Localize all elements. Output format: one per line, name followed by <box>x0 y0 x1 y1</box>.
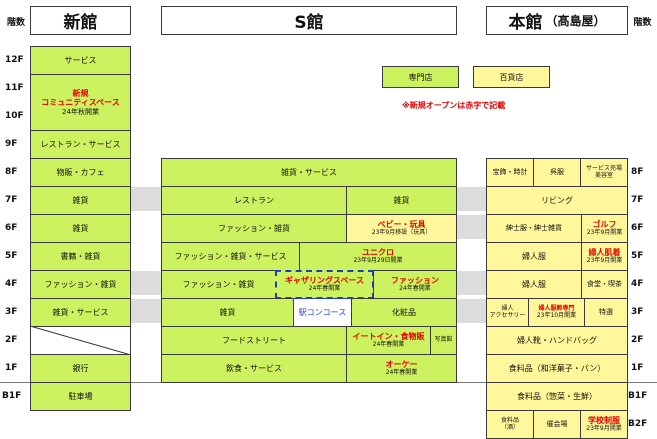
floor-label-10f: 10F <box>5 111 24 121</box>
shinkan-12f-service[interactable]: サービス <box>30 46 131 75</box>
floor-label-11f: 11F <box>5 83 24 93</box>
s-kan-6f-fashion-goods[interactable]: ファッション・雑貨 <box>161 214 347 243</box>
s-kan-header: S館 <box>161 6 457 35</box>
shinkan-5f-books-goods[interactable]: 書籍・雑貨 <box>30 242 131 271</box>
floor-label-3f: 3F <box>5 307 18 317</box>
bridge-left-7f <box>131 187 161 211</box>
floor-label-right-7f: 7F <box>631 195 644 205</box>
diagonal-slash-icon <box>31 327 130 354</box>
legend-department: 百貨店 <box>473 66 550 88</box>
floor-label-right-1f: 1F <box>631 363 644 373</box>
honkan-6f-menswear[interactable]: 紳士服・紳士雑貨 <box>486 214 582 243</box>
honkan-3f-womens-accessories[interactable]: 婦人アクセサリー <box>486 298 529 327</box>
floor-label-12f: 12F <box>5 55 24 65</box>
floor-label-6f: 6F <box>5 223 18 233</box>
floor-label-7f: 7F <box>5 195 18 205</box>
floor-label-right-8f: 8F <box>631 167 644 177</box>
honkan-b2f-liquor[interactable]: 食料品（酒） <box>486 410 534 439</box>
s-kan-2f-food-street[interactable]: フードストリート <box>161 326 347 355</box>
honkan-b1f-deli-fresh[interactable]: 食料品（惣菜・生鮮） <box>486 382 628 411</box>
floor-label-2f: 2F <box>5 335 18 345</box>
shinkan-3f-goods-service[interactable]: 雑貨・サービス <box>30 298 131 327</box>
floors-label-right: 階数 <box>633 17 652 28</box>
s-kan-7f-goods[interactable]: 雑貨 <box>346 186 457 215</box>
shinkan-header: 新館 <box>30 6 131 35</box>
floors-label-left: 階数 <box>6 17 25 28</box>
shinkan-b1f-parking[interactable]: 駐車場 <box>30 382 131 411</box>
honkan-5f-womenswear[interactable]: 婦人服 <box>486 242 582 271</box>
floor-label-right-5f: 5F <box>631 251 644 261</box>
honkan-8f-jewelry-watches[interactable]: 宝飾・時計 <box>486 158 534 187</box>
s-kan-1f-dining-service[interactable]: 飲食・サービス <box>161 354 347 383</box>
shinkan-11f-community-space[interactable]: 新規 コミュニティスペース 24年秋開業 <box>30 74 131 131</box>
honkan-3f-selection[interactable]: 特選 <box>584 298 628 327</box>
floor-label-right-2f: 2F <box>631 335 644 345</box>
floor-label-1f: 1F <box>5 363 18 373</box>
honkan-2f-shoes-handbags[interactable]: 婦人靴・ハンドバッグ <box>486 326 628 355</box>
shinkan-1f-bank[interactable]: 銀行 <box>30 354 131 383</box>
honkan-b2f-event-hall[interactable]: 催会場 <box>533 410 581 439</box>
floor-label-b1f: B1F <box>2 391 22 401</box>
bridge-left-4f <box>131 271 161 295</box>
floor-label-right-b2f: B2F <box>628 419 648 429</box>
floor-label-8f: 8F <box>5 167 18 177</box>
bridge-right-4f <box>457 271 486 295</box>
honkan-7f-living[interactable]: リビング <box>486 186 628 215</box>
bridge-right-7f <box>457 187 486 211</box>
legend-specialty: 専門店 <box>382 66 459 88</box>
s-kan-3f-cosmetics[interactable]: 化粧品 <box>351 298 457 327</box>
honkan-4f-womenswear[interactable]: 婦人服 <box>486 270 582 299</box>
bridge-left-3f <box>131 299 161 323</box>
s-kan-8f-goods-service[interactable]: 雑貨・サービス <box>161 158 457 187</box>
shinkan-6f-goods[interactable]: 雑貨 <box>30 214 131 243</box>
bridge-right-6f <box>457 215 486 239</box>
shinkan-9f-restaurant-service[interactable]: レストラン・サービス <box>30 130 131 159</box>
s-kan-4f-fashion-goods[interactable]: ファッション・雑貨 <box>161 270 276 299</box>
floor-label-9f: 9F <box>5 139 18 149</box>
s-kan-2f-photo-studio[interactable]: 写真館 <box>430 326 457 355</box>
bridge-right-3f <box>457 299 486 323</box>
shinkan-2f-none <box>30 326 131 355</box>
s-kan-3f-goods[interactable]: 雑貨 <box>161 298 294 327</box>
floor-label-5f: 5F <box>5 251 18 261</box>
honkan-8f-service-salon[interactable]: サービス売場美容室 <box>580 158 628 187</box>
honkan-4f-dining-cafe[interactable]: 食堂・喫茶 <box>581 270 628 299</box>
floor-label-4f: 4F <box>5 279 18 289</box>
floor-label-right-3f: 3F <box>631 307 644 317</box>
shinkan-7f-goods[interactable]: 雑貨 <box>30 186 131 215</box>
shinkan-8f-goods-cafe[interactable]: 物販・カフェ <box>30 158 131 187</box>
honkan-header: 本館（髙島屋） <box>486 6 628 35</box>
new-open-note: ※新規オープンは赤字で記載 <box>402 101 506 110</box>
floor-label-right-b1f: B1F <box>628 391 648 401</box>
s-kan-7f-restaurant[interactable]: レストラン <box>161 186 347 215</box>
honkan-8f-kimono[interactable]: 呉服 <box>533 158 581 187</box>
s-kan-3f-station-concourse[interactable]: 駅コンコース <box>293 298 352 327</box>
floor-label-right-6f: 6F <box>631 223 644 233</box>
honkan-1f-sweets-bread[interactable]: 食料品（和洋菓子・パン） <box>486 354 628 383</box>
shinkan-4f-fashion-goods[interactable]: ファッション・雑貨 <box>30 270 131 299</box>
s-kan-5f-fashion-goods-service[interactable]: ファッション・雑貨・サービス <box>161 242 300 271</box>
floor-label-right-4f: 4F <box>631 279 644 289</box>
